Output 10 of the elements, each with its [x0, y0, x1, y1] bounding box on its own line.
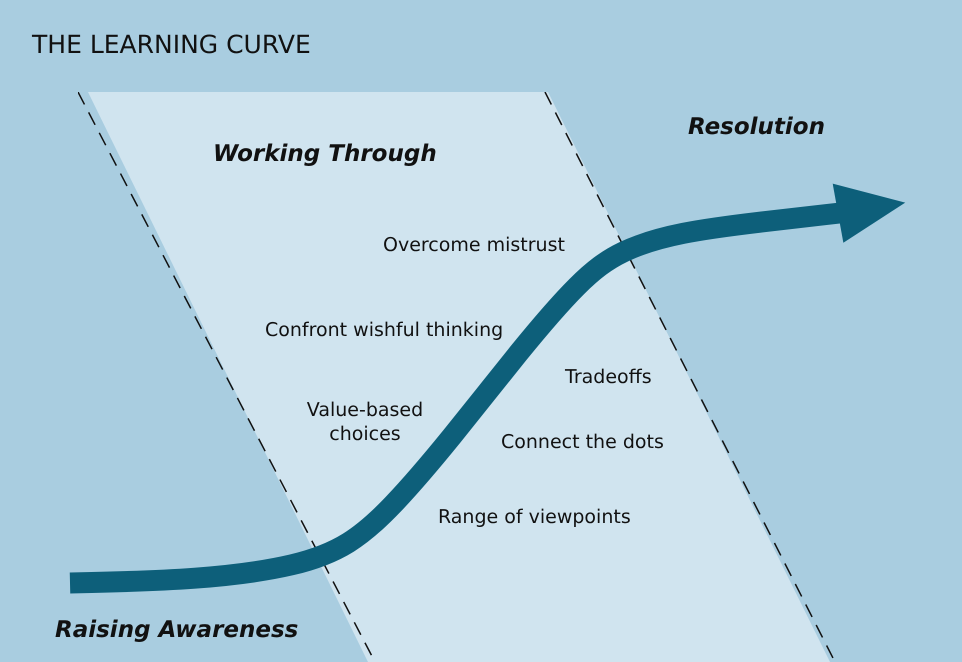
step-label: Confront wishful thinking: [265, 318, 504, 342]
step-label: Overcome mistrust: [383, 233, 565, 257]
step-label: Value-based choices: [306, 398, 424, 446]
title: THE LEARNING CURVE: [32, 30, 311, 60]
phase-heading: Raising Awareness: [55, 618, 298, 642]
band-heading: Working Through: [213, 142, 437, 166]
step-label: Connect the dots: [501, 430, 664, 454]
phase-heading: Resolution: [688, 115, 825, 139]
step-label: Range of viewpoints: [438, 505, 631, 529]
step-label: Tradeoffs: [565, 365, 652, 389]
